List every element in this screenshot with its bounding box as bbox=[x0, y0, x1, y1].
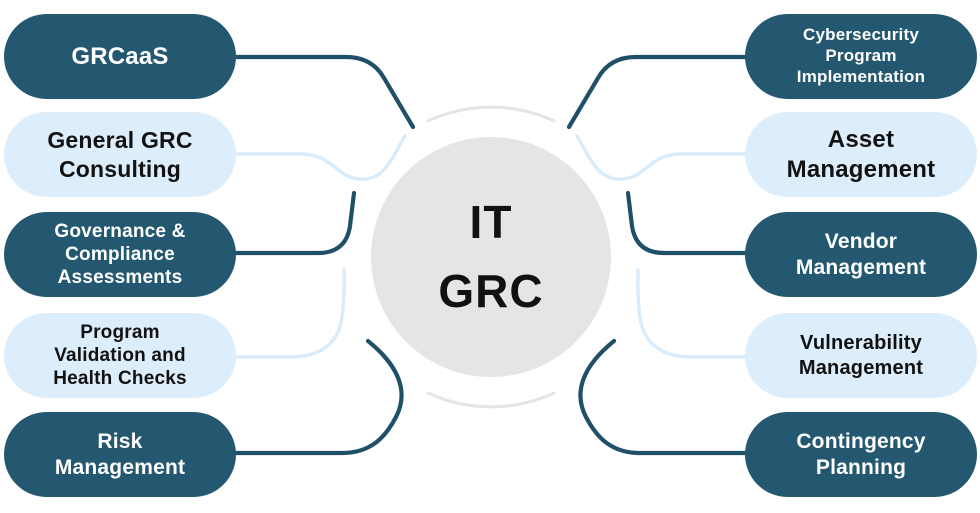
node-vulnerability-management: Vulnerability Management bbox=[745, 313, 977, 398]
node-asset-management-label: Asset Management bbox=[786, 126, 936, 183]
node-cybersecurity-program-implementation-label: Cybersecurity Program Implementation bbox=[796, 25, 926, 86]
node-general-grc-consulting: General GRC Consulting bbox=[4, 112, 236, 197]
node-asset-management: Asset Management bbox=[745, 112, 977, 197]
ring-arc-top bbox=[426, 105, 556, 123]
node-general-grc-consulting-label: General GRC Consulting bbox=[47, 127, 193, 182]
node-vendor-management-label: Vendor Management bbox=[795, 229, 927, 279]
node-program-validation-health-checks-label: Program Validation and Health Checks bbox=[53, 321, 187, 390]
node-contingency-planning: Contingency Planning bbox=[745, 412, 977, 497]
center-label-line2: GRC bbox=[438, 265, 544, 317]
node-grcaas: GRCaaS bbox=[4, 14, 236, 99]
node-cybersecurity-program-implementation: Cybersecurity Program Implementation bbox=[745, 14, 977, 99]
node-contingency-planning-label: Contingency Planning bbox=[796, 429, 926, 479]
left-connectors bbox=[233, 54, 416, 456]
node-governance-compliance-assessments-label: Governance & Compliance Assessments bbox=[54, 220, 186, 289]
connector-grcaas bbox=[233, 54, 416, 130]
ring-arc-bottom bbox=[426, 391, 556, 409]
node-governance-compliance-assessments: Governance & Compliance Assessments bbox=[4, 212, 236, 297]
center-label-line1: IT bbox=[469, 196, 513, 248]
connector-program-validation bbox=[234, 268, 346, 359]
node-grcaas-label: GRCaaS bbox=[71, 42, 169, 70]
center-node-it-grc: IT GRC bbox=[371, 137, 611, 377]
node-risk-management: Risk Management bbox=[4, 412, 236, 497]
node-program-validation-health-checks: Program Validation and Health Checks bbox=[4, 313, 236, 398]
connector-governance-compliance bbox=[233, 190, 357, 256]
connector-general-grc-consulting bbox=[234, 134, 407, 181]
node-vendor-management: Vendor Management bbox=[745, 212, 977, 297]
node-risk-management-label: Risk Management bbox=[54, 429, 186, 479]
node-vulnerability-management-label: Vulnerability Management bbox=[798, 332, 924, 379]
connector-risk-management bbox=[233, 338, 404, 456]
